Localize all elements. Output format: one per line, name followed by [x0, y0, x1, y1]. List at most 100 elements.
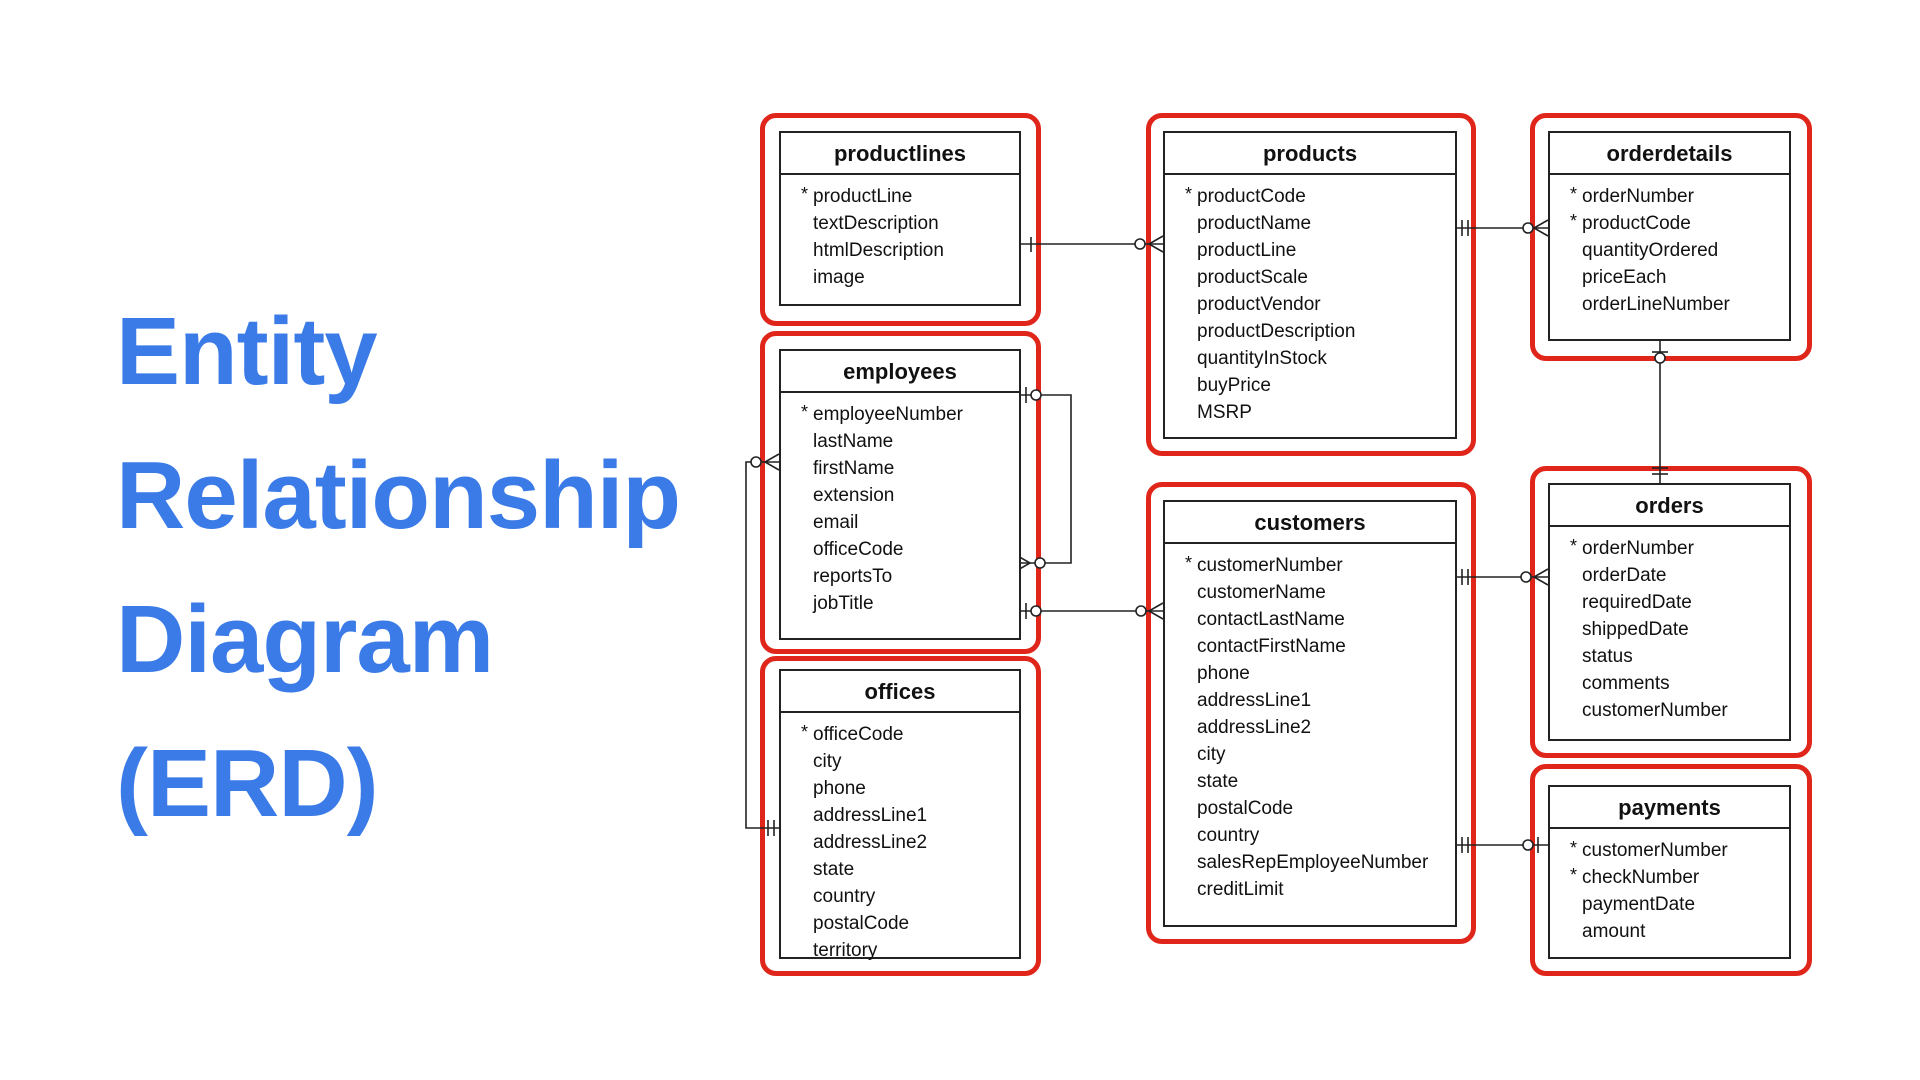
- attribute-row: *customerNumber: [1165, 552, 1455, 579]
- attribute-name: customerNumber: [1197, 555, 1343, 576]
- attribute-name: territory: [813, 940, 878, 961]
- attribute-row: phone: [781, 775, 1019, 802]
- attribute-row: creditLimit: [1165, 876, 1455, 903]
- attribute-row: *orderNumber: [1550, 183, 1789, 210]
- attribute-name: jobTitle: [813, 593, 874, 614]
- attribute-name: city: [1197, 744, 1226, 765]
- attribute-name: productDescription: [1197, 321, 1356, 342]
- title-line-2: Relationship: [116, 442, 681, 549]
- attribute-row: customerName: [1165, 579, 1455, 606]
- entity-title: employees: [781, 351, 1019, 393]
- attribute-row: salesRepEmployeeNumber: [1165, 849, 1455, 876]
- attribute-name: addressLine2: [1197, 717, 1312, 738]
- attribute-row: postalCode: [1165, 795, 1455, 822]
- title-line-4: (ERD): [116, 730, 379, 837]
- attribute-row: productLine: [1165, 237, 1455, 264]
- attribute-row: *customerNumber: [1550, 837, 1789, 864]
- attribute-row: image: [781, 264, 1019, 291]
- entity-customers: customers *customerNumber customerName cont…: [1163, 500, 1457, 927]
- attribute-list: *orderNumber*productCode quantityOrdered p…: [1550, 175, 1789, 318]
- attribute-row: city: [781, 748, 1019, 775]
- attribute-row: paymentDate: [1550, 891, 1789, 918]
- attribute-row: email: [781, 509, 1019, 536]
- attribute-row: addressLine1: [781, 802, 1019, 829]
- attribute-name: customerNumber: [1582, 840, 1728, 861]
- highlight-frame-customers: [1146, 482, 1476, 944]
- attribute-name: email: [813, 512, 859, 533]
- primary-key-marker: *: [1570, 536, 1578, 556]
- attribute-row: addressLine2: [781, 829, 1019, 856]
- attribute-row: officeCode: [781, 536, 1019, 563]
- attribute-name: amount: [1582, 921, 1646, 942]
- attribute-name: quantityOrdered: [1582, 240, 1719, 261]
- attribute-row: contactLastName: [1165, 606, 1455, 633]
- attribute-name: phone: [1197, 663, 1250, 684]
- attribute-row: orderLineNumber: [1550, 291, 1789, 318]
- attribute-name: buyPrice: [1197, 375, 1271, 396]
- attribute-row: *officeCode: [781, 721, 1019, 748]
- attribute-name: productCode: [1197, 186, 1306, 207]
- primary-key-marker: *: [1185, 553, 1193, 573]
- attribute-list: *employeeNumber lastName firstName extensio…: [781, 393, 1019, 617]
- attribute-name: productScale: [1197, 267, 1308, 288]
- attribute-row: productScale: [1165, 264, 1455, 291]
- attribute-name: productLine: [1197, 240, 1297, 261]
- attribute-row: reportsTo: [781, 563, 1019, 590]
- attribute-row: buyPrice: [1165, 372, 1455, 399]
- attribute-row: *orderNumber: [1550, 535, 1789, 562]
- primary-key-marker: *: [1185, 184, 1193, 204]
- attribute-row: *checkNumber: [1550, 864, 1789, 891]
- attribute-name: customerNumber: [1582, 700, 1728, 721]
- attribute-name: requiredDate: [1582, 592, 1692, 613]
- attribute-name: orderNumber: [1582, 186, 1694, 207]
- title-line-3: Diagram: [116, 586, 494, 693]
- page-title: Entity Relationship Diagram (ERD): [116, 280, 681, 856]
- attribute-name: priceEach: [1582, 267, 1667, 288]
- attribute-row: textDescription: [781, 210, 1019, 237]
- primary-key-marker: *: [1570, 184, 1578, 204]
- attribute-row: productVendor: [1165, 291, 1455, 318]
- attribute-row: requiredDate: [1550, 589, 1789, 616]
- attribute-name: productVendor: [1197, 294, 1321, 315]
- attribute-name: contactLastName: [1197, 609, 1345, 630]
- attribute-name: status: [1582, 646, 1633, 667]
- entity-title: payments: [1550, 787, 1789, 829]
- attribute-row: city: [1165, 741, 1455, 768]
- attribute-row: *employeeNumber: [781, 401, 1019, 428]
- attribute-name: comments: [1582, 673, 1670, 694]
- attribute-name: addressLine2: [813, 832, 928, 853]
- highlight-frame-orders: [1530, 466, 1812, 758]
- attribute-name: addressLine1: [813, 805, 928, 826]
- primary-key-marker: *: [801, 722, 809, 742]
- attribute-name: customerName: [1197, 582, 1326, 603]
- attribute-row: orderDate: [1550, 562, 1789, 589]
- attribute-name: productCode: [1582, 213, 1691, 234]
- attribute-row: jobTitle: [781, 590, 1019, 617]
- attribute-row: extension: [781, 482, 1019, 509]
- attribute-name: salesRepEmployeeNumber: [1197, 852, 1429, 873]
- entity-products: products *productCode productName productLi…: [1163, 131, 1457, 439]
- attribute-row: firstName: [781, 455, 1019, 482]
- attribute-name: extension: [813, 485, 895, 506]
- attribute-name: addressLine1: [1197, 690, 1312, 711]
- attribute-name: productName: [1197, 213, 1312, 234]
- highlight-frame-products: [1146, 113, 1476, 456]
- attribute-list: *customerNumber customerName contactLastNa…: [1165, 544, 1455, 903]
- attribute-name: lastName: [813, 431, 894, 452]
- attribute-row: quantityInStock: [1165, 345, 1455, 372]
- attribute-name: image: [813, 267, 865, 288]
- attribute-row: quantityOrdered: [1550, 237, 1789, 264]
- entity-title: products: [1165, 133, 1455, 175]
- attribute-name: officeCode: [813, 724, 904, 745]
- attribute-name: officeCode: [813, 539, 904, 560]
- attribute-row: MSRP: [1165, 399, 1455, 426]
- attribute-name: htmlDescription: [813, 240, 944, 261]
- attribute-name: firstName: [813, 458, 895, 479]
- entity-title: customers: [1165, 502, 1455, 544]
